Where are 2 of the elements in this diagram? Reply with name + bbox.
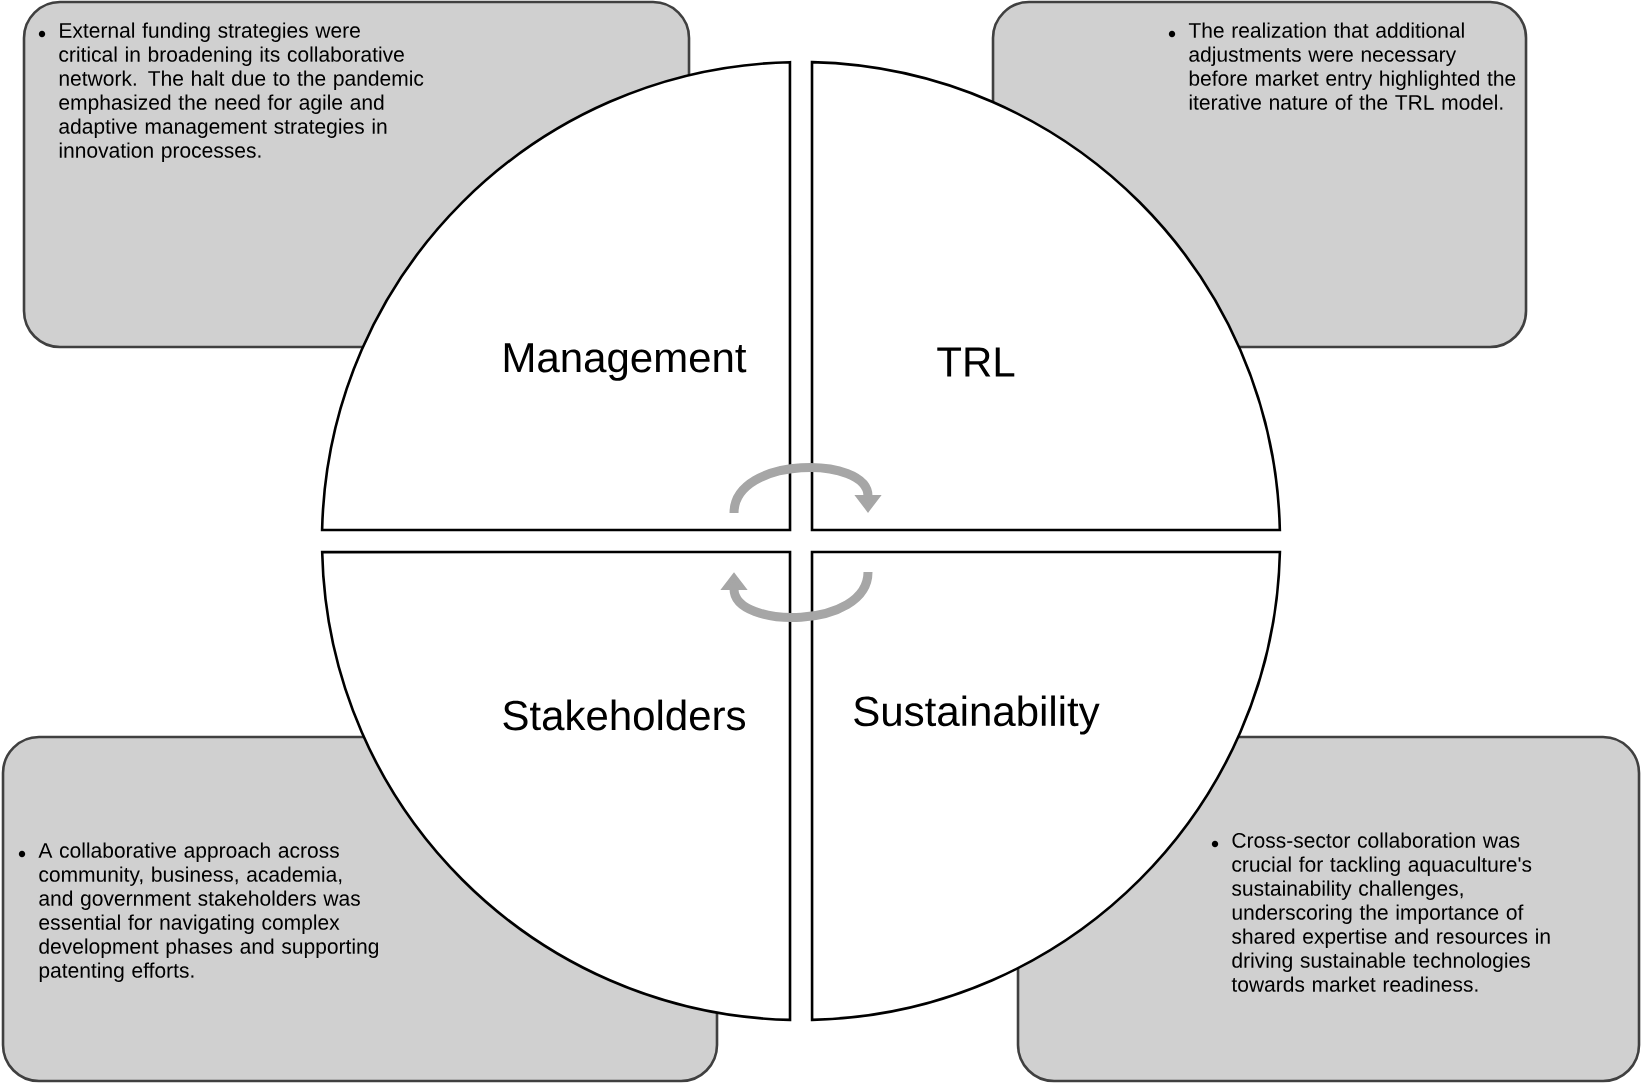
cycle-arrow (729, 463, 882, 514)
cycle-arrow (720, 571, 873, 622)
